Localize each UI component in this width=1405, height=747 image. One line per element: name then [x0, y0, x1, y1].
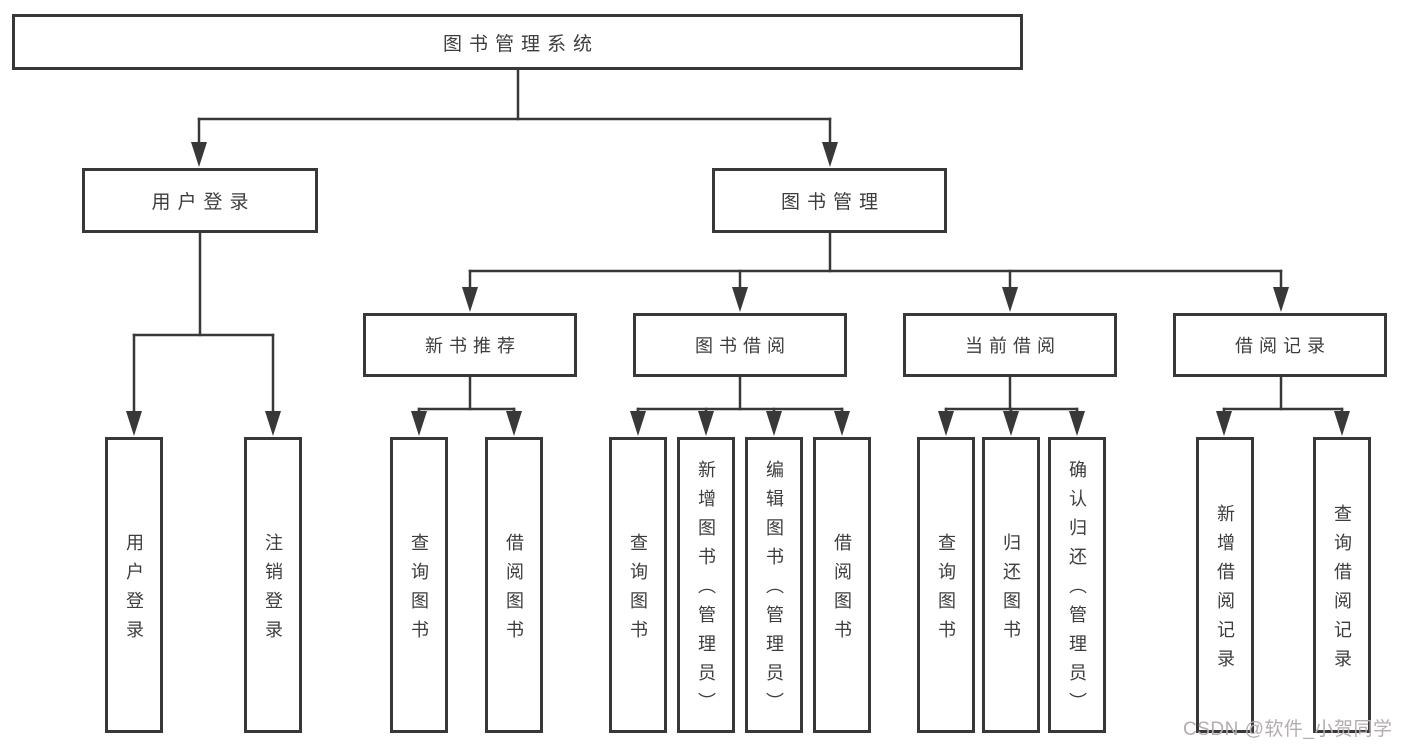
leaf-borrow-add-book-admin: 新增图书（管理员） [677, 437, 735, 733]
leaf-record-query-borrow-record: 查询借阅记录 [1313, 437, 1371, 733]
leaf-recommend-borrow-books: 借阅图书 [485, 437, 543, 733]
leaf-current-return-book: 归还图书 [982, 437, 1040, 733]
leaf-borrow-borrow-books: 借阅图书 [813, 437, 871, 733]
leaf-record-add-borrow-record: 新增借阅记录 [1196, 437, 1254, 733]
leaf-borrow-edit-book-admin: 编辑图书（管理员） [745, 437, 803, 733]
leaf-borrow-query-books: 查询图书 [609, 437, 667, 733]
leaf-logout: 注销登录 [244, 437, 302, 733]
node-book-borrow: 图书借阅 [633, 313, 847, 377]
leaf-current-query-books: 查询图书 [917, 437, 975, 733]
node-borrow-record: 借阅记录 [1173, 313, 1387, 377]
leaf-current-confirm-return-admin: 确认归还（管理员） [1048, 437, 1106, 733]
node-new-book-recommend: 新书推荐 [363, 313, 577, 377]
arrowheads [126, 142, 1350, 436]
node-user-login: 用户登录 [82, 168, 318, 233]
node-book-management: 图书管理 [712, 168, 947, 233]
node-current-borrow: 当前借阅 [903, 313, 1117, 377]
leaf-recommend-query-books: 查询图书 [390, 437, 448, 733]
node-root: 图书管理系统 [12, 14, 1023, 70]
leaf-user-login: 用户登录 [105, 437, 163, 733]
csdn-watermark: CSDN @软件_小贺同学 [1183, 719, 1393, 740]
